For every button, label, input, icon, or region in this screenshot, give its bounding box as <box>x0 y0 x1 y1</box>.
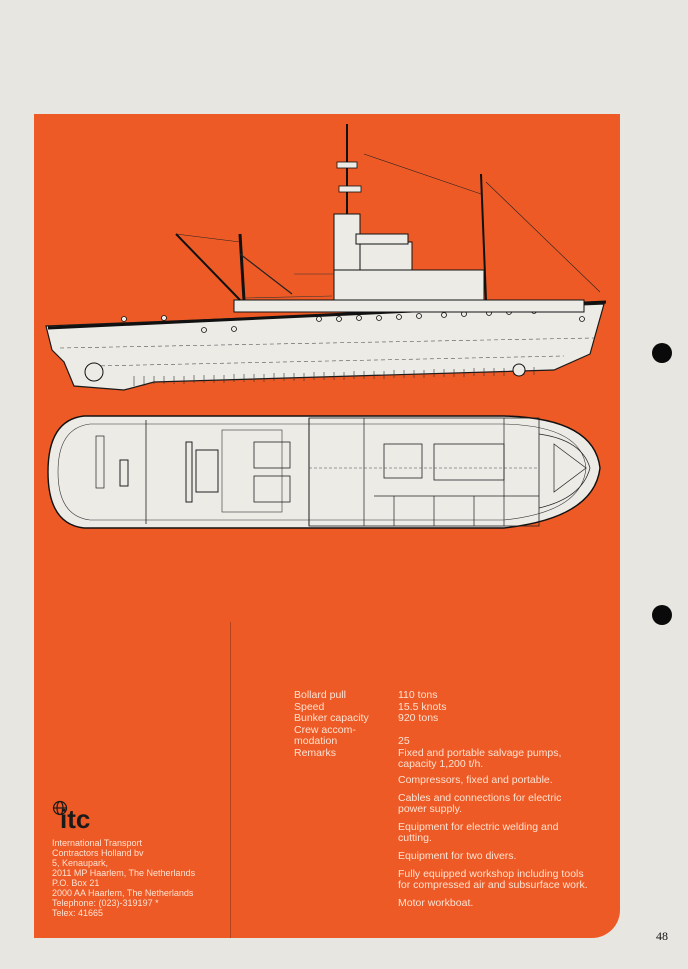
crane-jib <box>175 233 241 301</box>
specifications-table: Bollard pull 110 tons Speed 15.5 knots Bun… <box>294 689 594 771</box>
address-line: 2011 MP Haarlem, The Netherlands <box>52 868 196 878</box>
itc-logo: itc <box>52 800 112 837</box>
spec-row: Speed 15.5 knots <box>294 700 594 714</box>
remark-item: Equipment for two divers. <box>398 850 517 862</box>
spec-value: 110 tons <box>398 689 438 701</box>
main-deck-house <box>233 299 585 313</box>
ship-side-elevation <box>45 124 607 391</box>
remark-item: Equipment for electric welding and cutti… <box>398 821 559 844</box>
address-line: Telephone: (023)-319197 * <box>52 898 159 908</box>
hull-frame-ticks <box>133 367 535 386</box>
logo-text: itc <box>60 804 90 832</box>
binder-hole <box>652 605 672 625</box>
hull <box>45 303 605 391</box>
spec-row: Bunker capacity 920 tons <box>294 712 594 725</box>
address-line: P.O. Box 21 <box>52 878 100 888</box>
binder-hole <box>652 343 672 363</box>
address-line: Telex: 41665 <box>52 908 104 918</box>
spec-value <box>398 725 594 737</box>
wheelhouse <box>355 233 409 245</box>
remark-item: Compressors, fixed and portable. <box>398 774 553 786</box>
company-address: International Transport Contractors Holl… <box>52 838 232 918</box>
spec-label: Bollard pull <box>294 689 346 701</box>
spec-row: Remarks Fixed and portable salvage pumps,… <box>294 746 594 771</box>
spec-value: 15.5 knots <box>398 700 447 713</box>
ship-deck-plan <box>47 415 601 529</box>
superstructure-lower <box>333 269 485 301</box>
spec-label: Remarks <box>294 746 337 759</box>
remark-item: Fully equipped workshop including tools … <box>398 868 588 891</box>
accommodation-block <box>308 417 540 527</box>
superstructure-upper <box>351 241 413 271</box>
spec-row: Bollard pull 110 tons <box>294 689 594 702</box>
spec-label: Bunker capacity <box>294 712 369 724</box>
remarks-list: Compressors, fixed and portable. Cables … <box>398 775 588 916</box>
spec-label: Speed <box>294 700 325 713</box>
panel-divider <box>230 622 231 938</box>
address-line: 5, Kenaupark, <box>52 858 109 868</box>
spec-row: modation 25 <box>294 735 594 748</box>
portholes <box>121 308 585 333</box>
page-number: 48 <box>656 929 668 943</box>
spec-row: Crew accom- <box>294 723 594 737</box>
address-line: 2000 AA Haarlem, The Netherlands <box>52 888 194 898</box>
spec-label: Crew accom- <box>294 723 356 736</box>
fore-mast <box>480 173 487 301</box>
deck-outline <box>47 415 601 529</box>
address-line: Contractors Holland bv <box>52 848 144 858</box>
crane-post <box>238 233 246 301</box>
globe-icon <box>52 800 68 816</box>
spec-value: 920 tons <box>398 712 439 724</box>
spec-label: modation <box>294 735 338 747</box>
propeller <box>84 362 104 382</box>
remark-item: Motor workboat. <box>398 897 474 909</box>
spec-value: Fixed and portable salvage pumps, capaci… <box>398 746 562 770</box>
bow-thruster <box>512 363 526 377</box>
spec-value: 25 <box>398 735 410 747</box>
address-line: International Transport <box>52 838 143 848</box>
remark-item: Cables and connections for electric powe… <box>398 792 562 815</box>
